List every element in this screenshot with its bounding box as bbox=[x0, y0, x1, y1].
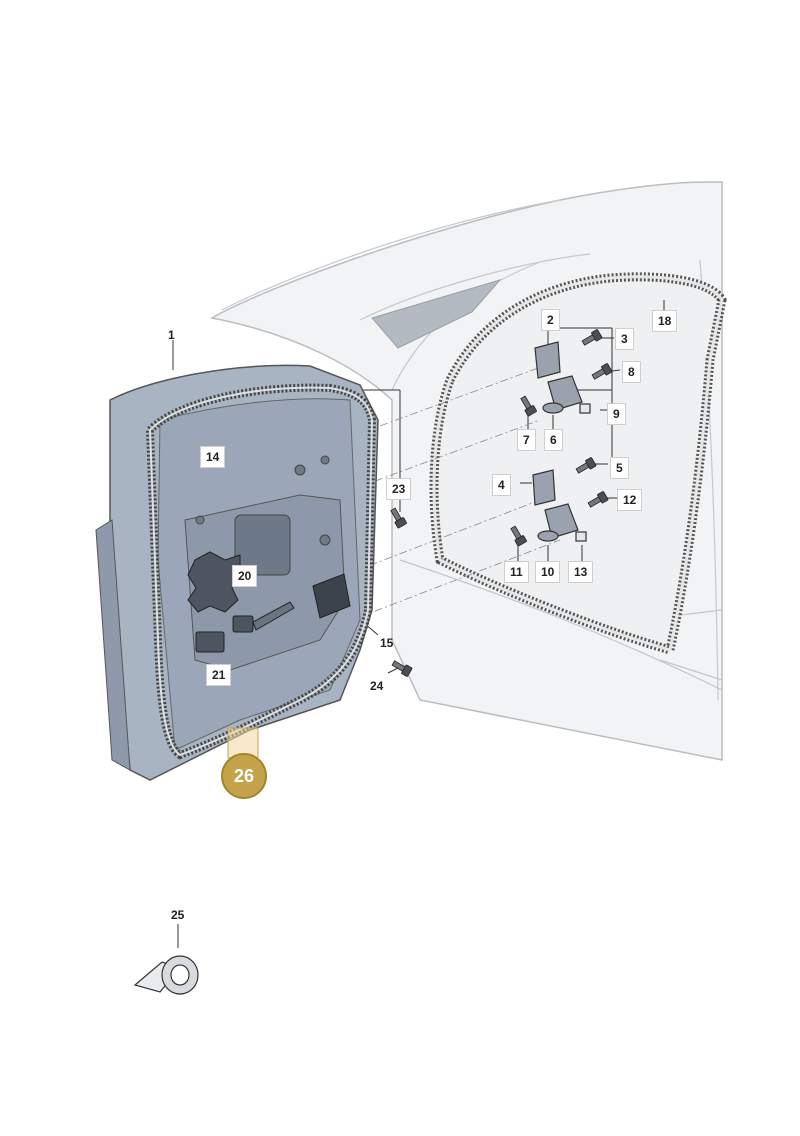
door-check-strap-icon bbox=[232, 601, 295, 633]
upper-hinge-icon bbox=[534, 341, 591, 414]
callout-9: 9 bbox=[607, 403, 626, 425]
callout-15: 15 bbox=[380, 636, 394, 650]
panel-grille-icon bbox=[312, 573, 351, 619]
door-opening-seal-icon bbox=[429, 272, 727, 656]
insulation-pad-icon bbox=[187, 551, 241, 613]
callout-1: 1 bbox=[168, 328, 175, 342]
door-lock-icon bbox=[195, 631, 225, 653]
callout-21: 21 bbox=[206, 664, 232, 686]
door-seal-core bbox=[148, 386, 374, 757]
callout-4: 4 bbox=[492, 474, 511, 496]
callout-12: 12 bbox=[617, 489, 643, 511]
callout-20: 20 bbox=[232, 565, 258, 587]
callout-25: 25 bbox=[171, 908, 185, 922]
lower-hinge-icon bbox=[532, 469, 587, 542]
callout-badge-26: 26 bbox=[221, 753, 267, 799]
tape-roll-icon bbox=[133, 955, 199, 995]
callout-2: 2 bbox=[541, 309, 560, 331]
callout-5: 5 bbox=[610, 457, 629, 479]
door-panel-icon bbox=[95, 364, 379, 781]
callout-10: 10 bbox=[535, 561, 561, 583]
callout-8: 8 bbox=[622, 361, 641, 383]
callout-6: 6 bbox=[544, 429, 563, 451]
callout-24: 24 bbox=[370, 679, 384, 693]
bolt-icons bbox=[390, 329, 613, 677]
callout-18: 18 bbox=[652, 310, 678, 332]
callout-23: 23 bbox=[386, 478, 412, 500]
callout-13: 13 bbox=[568, 561, 594, 583]
callout-14: 14 bbox=[200, 446, 226, 468]
callout-7: 7 bbox=[517, 429, 536, 451]
callout-11: 11 bbox=[504, 561, 529, 583]
callout-3: 3 bbox=[615, 328, 634, 350]
window-glass bbox=[371, 279, 502, 349]
